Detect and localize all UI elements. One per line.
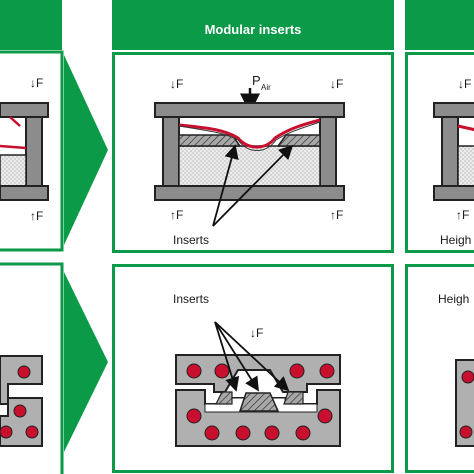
insert-center: [238, 392, 280, 412]
heating-channel: [214, 363, 230, 379]
left-upper-plate: [0, 102, 49, 118]
inserts-pointer-a: [214, 321, 240, 392]
inserts-label-lower: Inserts: [173, 292, 209, 306]
left-top-force-top: ↓F: [30, 76, 43, 90]
pressure-subscript: Air: [261, 83, 271, 92]
insert-right-lower: [283, 391, 304, 405]
left-red-layer: [0, 144, 27, 150]
left-heating-channel: [25, 425, 39, 439]
right-pillar: [441, 116, 459, 188]
left-lower-plate: [0, 185, 49, 201]
right-top-force-top: ↓F: [458, 77, 471, 91]
force-bottom-right: ↑F: [330, 208, 343, 222]
right-lower-plate: [433, 185, 474, 201]
center-top-title: Modular inserts: [205, 22, 302, 37]
force-bottom-left: ↑F: [170, 208, 183, 222]
foam-block: [178, 145, 321, 187]
heating-channel: [295, 425, 311, 441]
right-top-panel: ↓F ↑F Heigh: [405, 0, 474, 253]
force-label-lower: ↓F: [250, 326, 263, 340]
left-foam-block: [0, 154, 27, 188]
force-top-left: ↓F: [170, 77, 183, 91]
inserts-pointer-c: [214, 321, 290, 392]
right-foam-block: [457, 145, 474, 187]
center-top-panel: Modular inserts ↓F ↓F P Air ↑F ↑F Insert…: [112, 0, 394, 253]
left-heating-channel: [0, 425, 13, 439]
right-bottom-panel: Heigh: [405, 264, 474, 473]
heating-channel: [186, 408, 202, 424]
left-top-force-bottom: ↑F: [30, 209, 43, 223]
inserts-pointer-left: [212, 144, 239, 227]
heating-channel: [317, 408, 333, 424]
inserts-pointer-right: [212, 144, 294, 227]
right-red-layer: [457, 124, 474, 132]
pressure-label: P: [252, 73, 261, 88]
left-pillar: [25, 116, 43, 188]
process-arrow-1: [64, 55, 108, 245]
right-upper-plate: [433, 102, 474, 118]
left-top-header: [0, 0, 62, 50]
inserts-pointer-b: [214, 321, 259, 392]
heating-channel: [204, 425, 220, 441]
right-bottom-partial-label: Heigh: [438, 292, 469, 306]
center-bottom-panel: Inserts ↓F: [112, 264, 394, 473]
insert-left-lower: [215, 391, 233, 405]
left-heating-channel: [17, 365, 31, 379]
pillar-left: [162, 116, 180, 188]
right-top-partial-label: Heigh: [440, 233, 471, 247]
lower-plate: [154, 185, 345, 201]
force-top-right: ↓F: [330, 77, 343, 91]
process-arrow-2: [64, 272, 108, 452]
heating-channel: [186, 363, 202, 379]
upper-plate: [154, 102, 345, 118]
pillar-right: [319, 116, 337, 188]
red-layer: [178, 118, 321, 149]
heating-channel: [235, 425, 251, 441]
right-heating-channel: [461, 370, 474, 384]
heating-channel: [289, 363, 305, 379]
left-mold-upper: [0, 355, 43, 405]
inserts-label: Inserts: [173, 233, 209, 247]
insert-left: [178, 134, 242, 147]
heating-channel: [319, 363, 335, 379]
right-top-force-bottom: ↑F: [456, 208, 469, 222]
center-top-header: [112, 0, 394, 50]
insert-right: [276, 134, 321, 147]
heating-channel: [264, 425, 280, 441]
right-heating-channel: [459, 425, 473, 439]
right-top-header: [405, 0, 474, 50]
left-heating-channel: [13, 404, 27, 418]
left-bottom-panel: [0, 262, 64, 474]
left-top-panel: ↓F ↑F: [0, 0, 64, 252]
